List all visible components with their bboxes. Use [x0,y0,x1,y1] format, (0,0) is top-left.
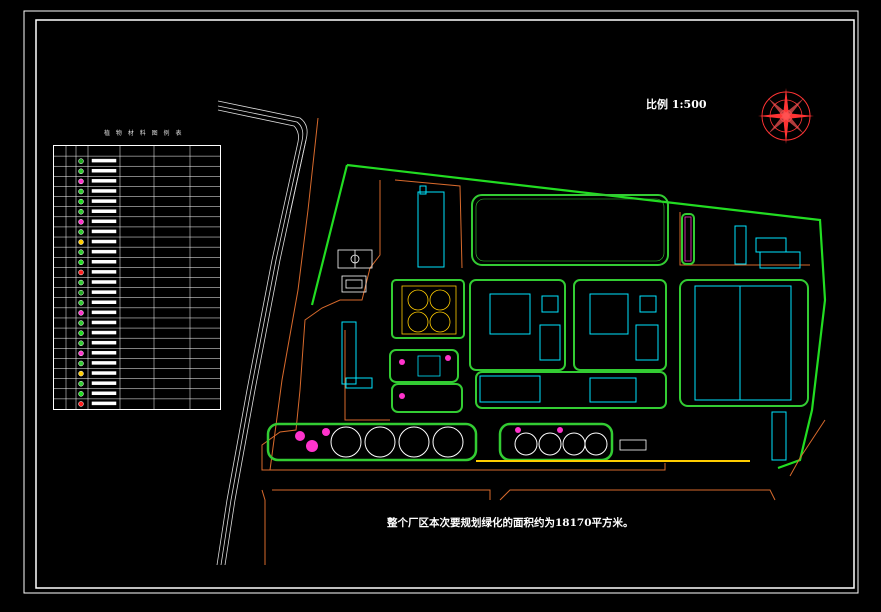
buildings-west [341,321,373,389]
legend-title: 植 物 材 料 图 例 表 [104,130,184,137]
legend-swatch [78,209,84,215]
railway-tracks [216,100,308,566]
sports-court [337,249,373,293]
legend-text-bar [91,290,117,294]
legend-text-bar [91,401,117,406]
legend-text-bar [91,158,117,163]
legend-text-bar [91,260,117,264]
warehouse-east [679,279,809,461]
legend-swatch [78,259,84,266]
legend-swatch [78,219,84,225]
legend-swatch [78,380,84,387]
legend-text-bar [91,209,117,213]
legend-text-bar [91,189,117,193]
legend-swatch [78,350,84,357]
garden-blocks-west [389,349,463,413]
site-boundary [346,163,827,470]
legend-swatch [78,340,84,346]
legend-swatch [78,310,84,316]
legend-text-bar [91,320,117,325]
legend-text-bar [91,199,117,203]
site-boundary-west [310,164,349,306]
legend-swatch [78,391,84,397]
legend-text-bar [91,391,117,396]
green-belt-south [266,422,614,462]
legend-swatch [78,330,84,336]
legend-swatch [78,289,84,296]
legend-swatch [78,370,84,377]
legend-swatch [78,168,84,175]
inner-frame [35,19,855,589]
green-belt-north [471,194,695,266]
legend-swatch [78,279,84,286]
legend-swatch [78,401,84,407]
legend-text-bar [91,340,117,345]
external-road [269,117,319,471]
legend-swatch [78,239,84,245]
legend-text-bar [91,229,117,234]
buildings-north [417,185,801,269]
legend-text-bar [91,351,117,355]
legend-text-bar [91,239,117,244]
legend-swatch [78,300,84,306]
workshop-blocks [469,279,667,409]
area-note: 整个厂区本次要规划绿化的面积约为18170平方米。 [387,517,634,529]
legend-swatch [78,249,84,255]
legend-text-bar [91,270,117,274]
legend-swatch [78,229,84,235]
legend-text-bar [91,361,117,365]
legend-text-bar [91,330,117,335]
legend-swatch [78,188,84,195]
legend-swatch [78,158,84,164]
legend-text-bar [91,310,117,315]
legend-swatch [78,198,84,205]
tank-block [391,279,465,339]
legend-swatch [78,320,84,326]
legend-text-bar [91,381,117,385]
legend-text-bar [91,179,117,183]
legend-text-bar [91,300,117,304]
legend-text-bar [91,168,117,173]
legend-swatch [78,269,84,276]
legend-text-bar [91,371,117,375]
legend-text-bar [91,280,117,284]
legend-text-bar [91,249,117,254]
scale-label: 比例 1:500 [646,98,707,111]
gate-house [619,439,647,451]
legend-text-bar [91,219,117,224]
plant-legend-table [53,145,221,410]
legend-swatch [78,178,84,185]
compass-rose-icon [758,88,814,144]
internal-roads [261,179,810,565]
outer-frame [23,10,859,594]
legend-swatch [78,360,84,367]
east-road-edge [789,419,826,477]
